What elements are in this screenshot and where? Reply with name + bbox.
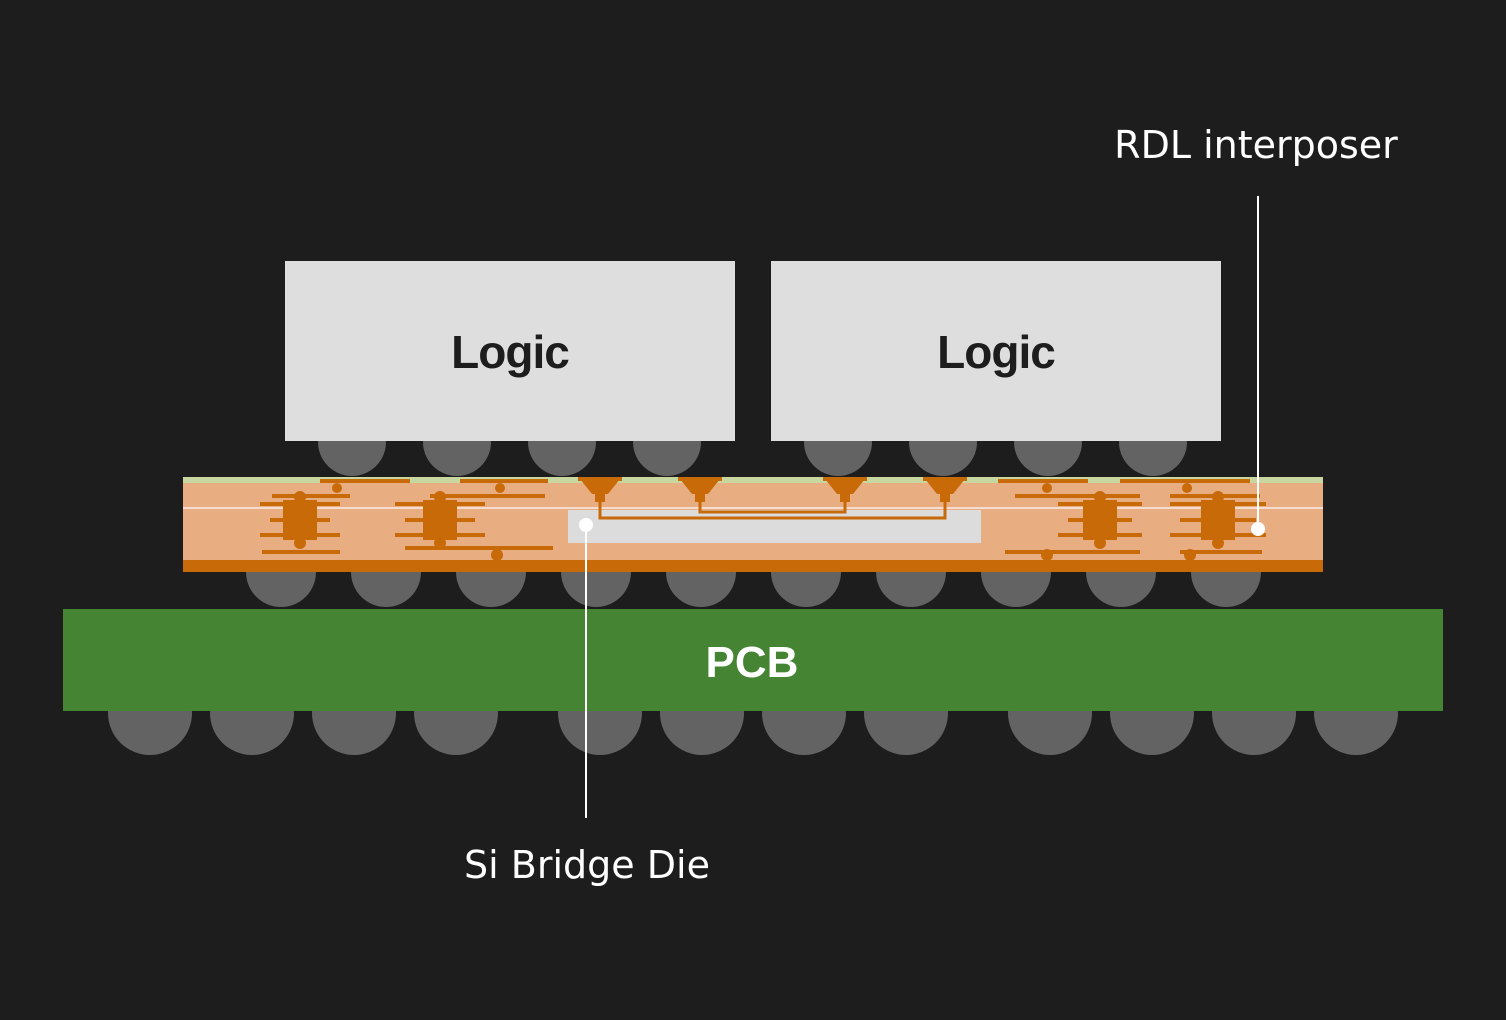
si-bridge-die-label: Si Bridge Die — [464, 843, 710, 887]
si-bridge-die — [568, 498, 981, 543]
bridge-callout — [579, 518, 593, 818]
logic-die-right-label: Logic — [937, 326, 1055, 378]
rdl-pad — [294, 537, 306, 549]
rdl-pad — [495, 483, 505, 493]
rdl-pad — [1182, 483, 1192, 493]
rdl-pad — [680, 479, 720, 494]
rdl-interposer-label: RDL interposer — [1114, 123, 1398, 167]
logic-die-right — [771, 261, 1221, 441]
rdl-pad — [925, 479, 965, 494]
rdl-pad — [332, 483, 342, 493]
rdl-pad — [1212, 537, 1224, 549]
rdl-pad — [580, 479, 620, 494]
rdl-pad — [825, 479, 865, 494]
rdl-pad — [1041, 549, 1053, 561]
pcb-board — [63, 609, 1443, 711]
logic-die-left-label: Logic — [451, 326, 569, 378]
rdl-callout — [1251, 196, 1265, 536]
logic-die-left — [285, 261, 735, 441]
rdl-pad — [1184, 549, 1196, 561]
rdl-pad — [491, 549, 503, 561]
rdl-pad — [1042, 483, 1052, 493]
rdl-pad — [1094, 537, 1106, 549]
pcb-label: PCB — [706, 638, 799, 687]
